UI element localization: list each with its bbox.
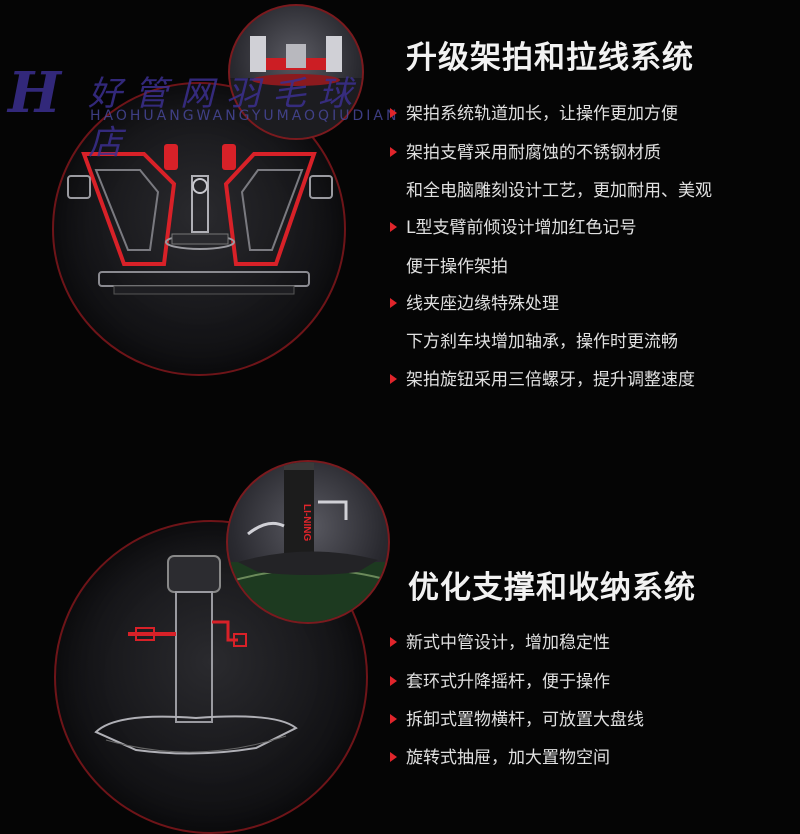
crank-detail-drawing: LI-NING xyxy=(228,462,388,622)
bullet-icon xyxy=(390,108,397,118)
feature-item: 架拍支臂采用耐腐蚀的不锈钢材质 xyxy=(390,143,661,163)
bullet-icon xyxy=(390,676,397,686)
feature-item: 套环式升降摇杆，便于操作 xyxy=(390,672,610,692)
section-racket-mount: H 好管网羽毛球店 HAOHUANGWANGYUMAOQIUDIAN 升级架拍和… xyxy=(0,0,800,400)
bullet-icon xyxy=(390,714,397,724)
feature-item: 线夹座边缘特殊处理 xyxy=(390,294,559,314)
bullet-icon xyxy=(390,374,397,384)
bullet-icon xyxy=(390,752,397,762)
brand-label: LI-NING xyxy=(301,504,312,541)
feature-item-continued: 下方刹车块增加轴承，操作时更流畅 xyxy=(406,332,678,352)
store-name-en: HAOHUANGWANGYUMAOQIUDIAN xyxy=(90,108,400,124)
feature-item: 拆卸式置物横杆，可放置大盘线 xyxy=(390,710,644,730)
feature-item: L型支臂前倾设计增加红色记号 xyxy=(390,218,636,238)
store-logo: H xyxy=(8,60,61,126)
feature-item: 架拍系统轨道加长，让操作更加方便 xyxy=(390,104,678,124)
feature-item: 架拍旋钮采用三倍螺牙，提升调整速度 xyxy=(390,370,695,390)
bullet-icon xyxy=(390,222,397,232)
section-support-storage: LI-NING 优化支撑和收纳系统 新式中管设计，增加稳定性 套环式升降摇杆，便… xyxy=(0,400,800,834)
racket-mount-drawing xyxy=(67,144,333,295)
section-title: 优化支撑和收纳系统 xyxy=(408,570,696,606)
feature-item-continued: 和全电脑雕刻设计工艺，更加耐用、美观 xyxy=(406,181,712,201)
section-title: 升级架拍和拉线系统 xyxy=(406,40,694,76)
stand-drawing xyxy=(94,555,298,755)
feature-item: 新式中管设计，增加稳定性 xyxy=(390,633,610,653)
bullet-icon xyxy=(390,298,397,308)
feature-item: 旋转式抽屉，加大置物空间 xyxy=(390,748,610,768)
store-name-cn: 好管网羽毛球店 xyxy=(88,74,364,163)
bullet-icon xyxy=(390,147,397,157)
stand-detail-inset: LI-NING xyxy=(226,460,390,624)
bullet-icon xyxy=(390,637,397,647)
store-watermark: H 好管网羽毛球店 HAOHUANGWANGYUMAOQIUDIAN xyxy=(8,60,396,163)
feature-item-continued: 便于操作架拍 xyxy=(406,257,508,277)
